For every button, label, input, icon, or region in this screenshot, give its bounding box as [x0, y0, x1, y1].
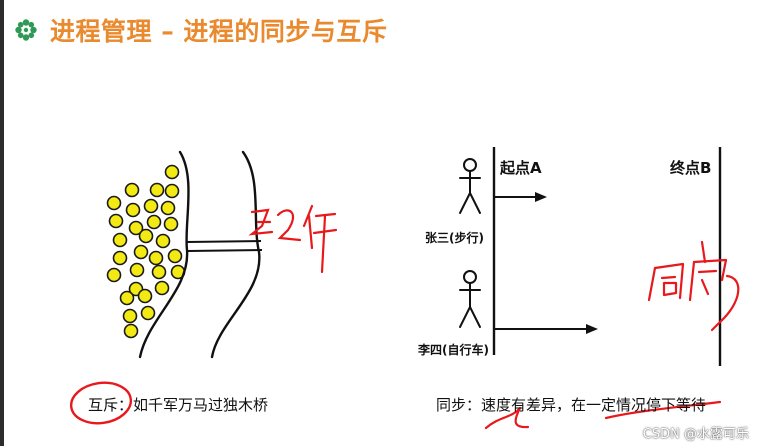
left-edge-bar: [0, 0, 4, 446]
person-2-label: 李四(自行车): [418, 343, 489, 357]
flower-bullet-icon: [15, 19, 37, 41]
handwritten-note-sync: [484, 240, 740, 430]
crowd-circles: [106, 164, 186, 339]
person-1-figure: [459, 158, 481, 214]
person-2-figure: [459, 270, 481, 328]
caption-circle-mark: [69, 381, 133, 425]
slide-title: 进程管理 – 进程的同步与互斥: [50, 17, 388, 46]
start-point-label: 起点A: [500, 159, 542, 177]
arrow-person-2: [494, 324, 598, 334]
person-1-label: 张三(步行): [425, 231, 484, 245]
handwritten-note-mutex: [248, 204, 338, 274]
sync-caption: 同步：速度有差异，在一定情况停下等待: [436, 396, 707, 414]
plank-bridge: [186, 240, 263, 252]
csdn-watermark: CSDN @水露可乐: [642, 427, 749, 442]
mutex-caption: 互斥：如千军万马过独木桥: [88, 396, 269, 414]
river-bank-lines: [138, 150, 261, 359]
end-point-label: 终点B: [670, 159, 712, 177]
arrow-person-1: [494, 192, 547, 202]
